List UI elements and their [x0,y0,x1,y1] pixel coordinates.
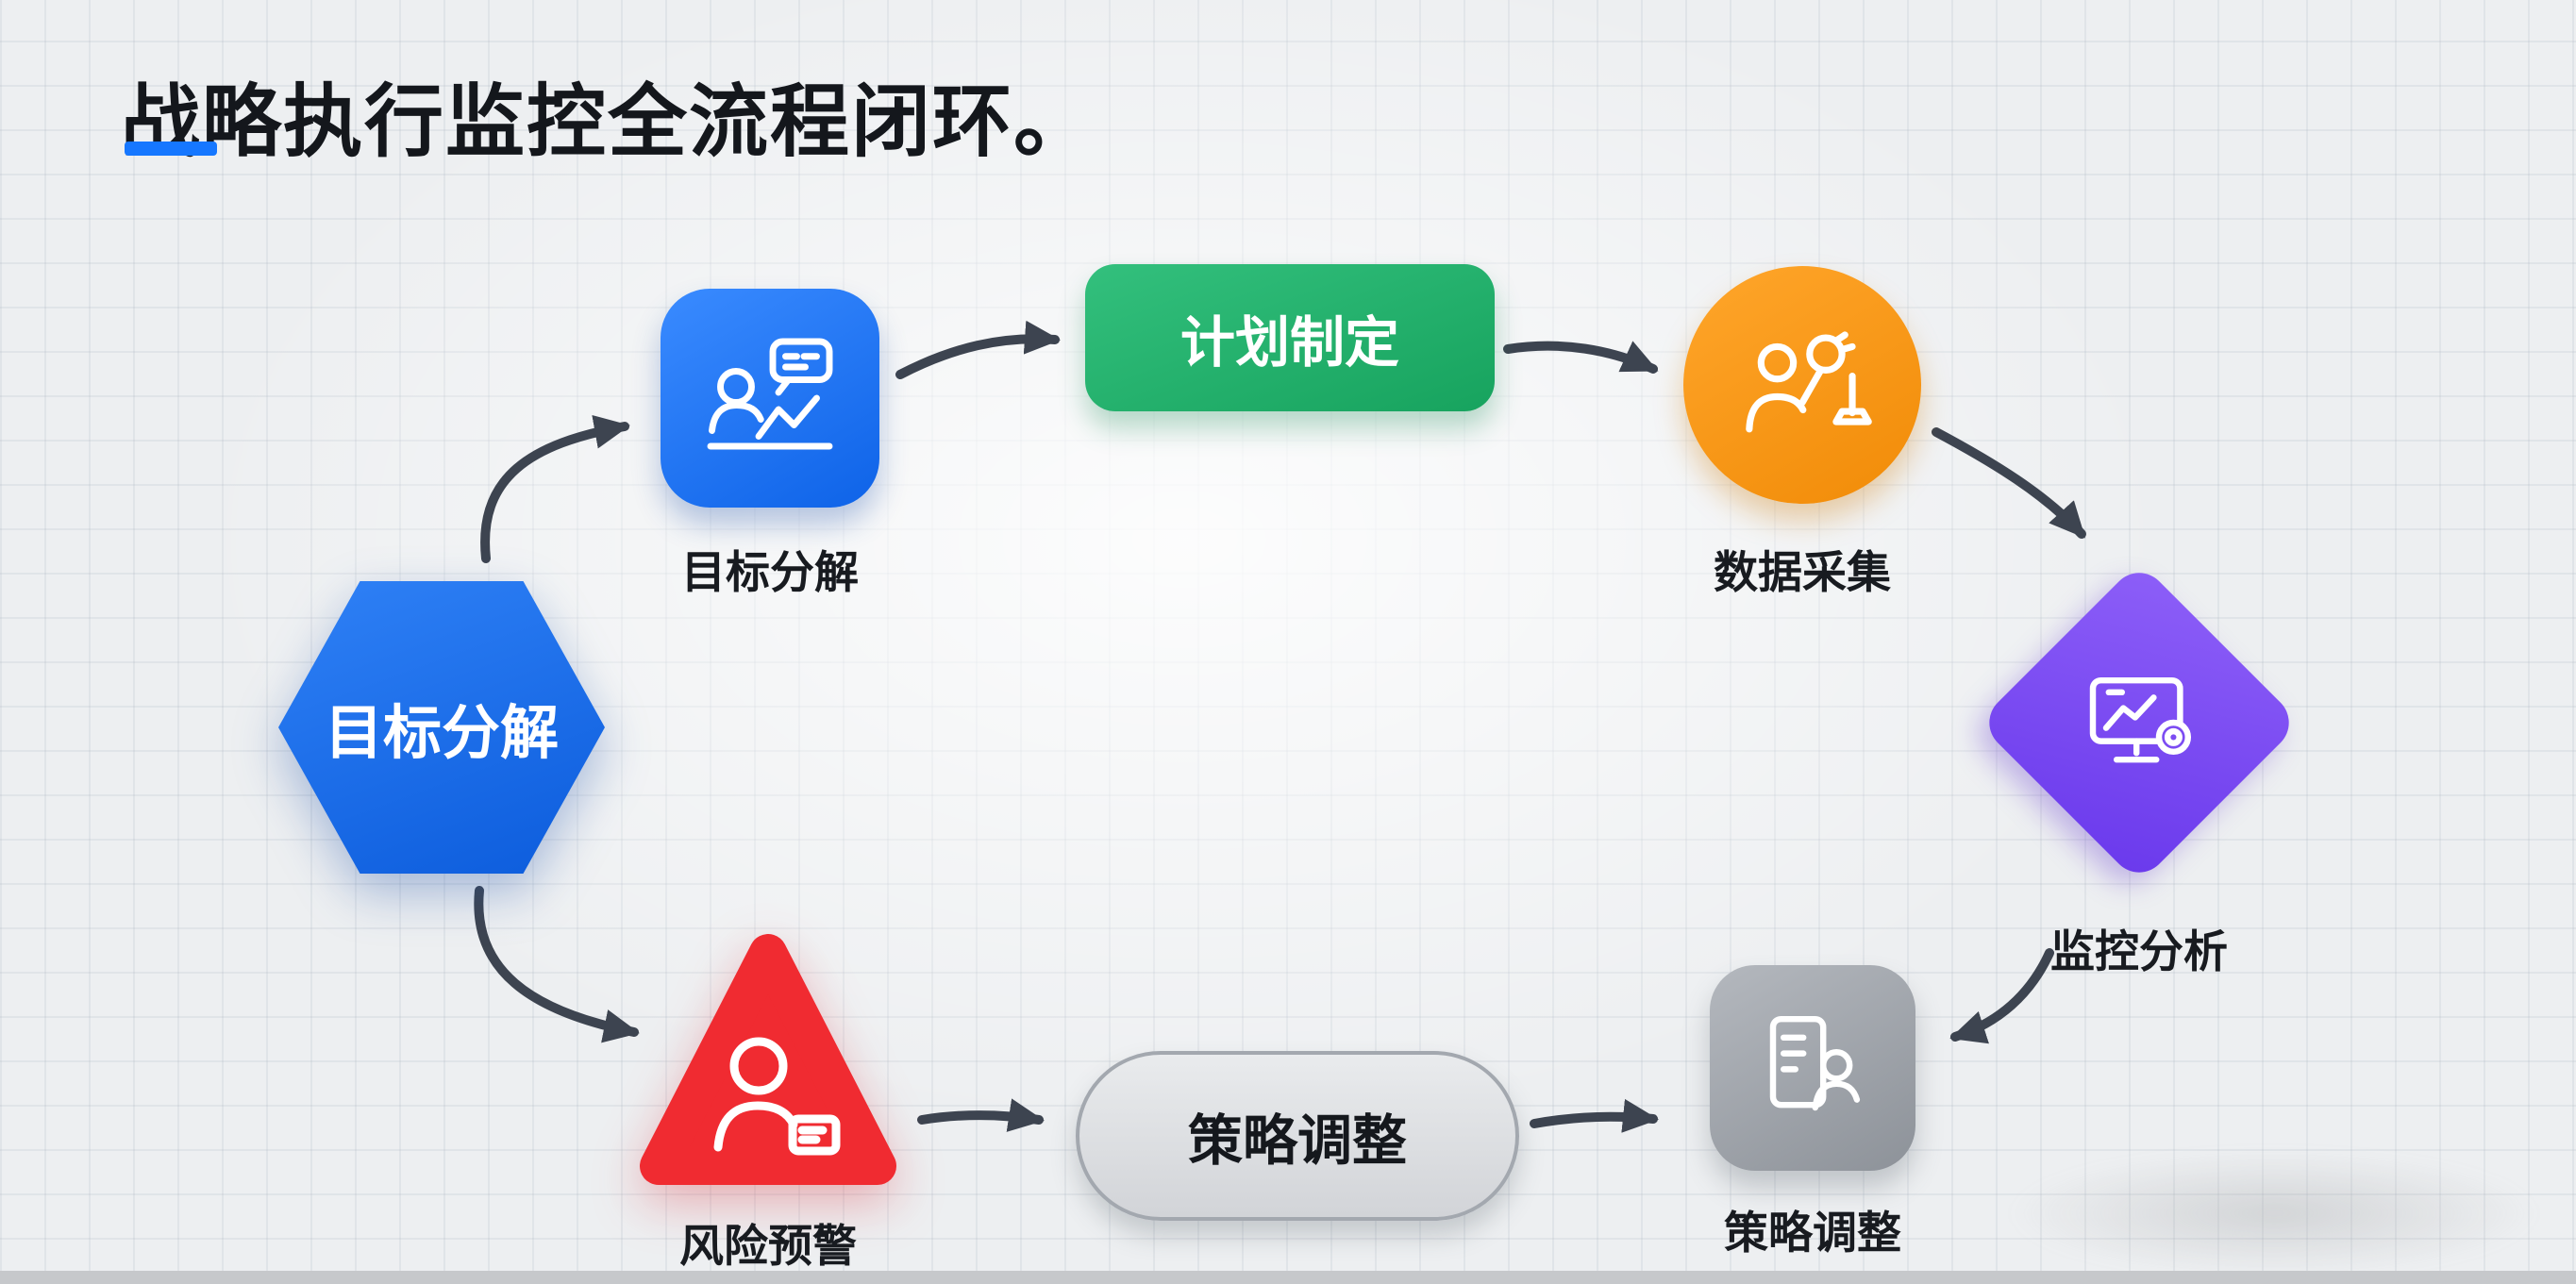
bottom-strip [0,1271,2576,1284]
arrow-goal-icon-to-plan [895,320,1061,379]
node-risk [627,923,910,1198]
node-plan: 计划制定 [1085,264,1495,411]
node-adjust-icon [1710,965,1915,1171]
arrow-risk-to-pill [917,1098,1045,1132]
plan-label: 计划制定 [1179,312,1399,374]
goal-icon-caption: 目标分解 [681,547,859,597]
arrow-pill-to-adjust-icon [1530,1098,1659,1133]
monitor-analytics-icon [2089,676,2192,763]
person-magnifier-icon [1746,331,1872,433]
page-title: 战略执行监控全流程闭环。 [121,77,1096,167]
node-adjust-pill: 策略调整 [1076,1051,1519,1221]
title-underline [125,142,217,156]
document-person-icon [1769,1015,1861,1111]
arrow-monitor-to-adjust-icon [1949,948,2054,1044]
arrow-plan-to-data [1503,341,1659,374]
node-data-collect [1683,266,1921,504]
warning-triangle-person-badge-icon [640,934,896,1185]
risk-caption: 风险预警 [679,1221,857,1271]
hexagon-label: 目标分解 [324,701,559,766]
arrow-hex-to-risk [474,886,640,1043]
arrow-hex-to-goal-icon [480,414,630,563]
hexagon-shape: 目标分解 [278,581,605,874]
node-goal-hexagon: 目标分解 [278,581,605,874]
data-collect-caption: 数据采集 [1714,547,1891,597]
node-goal-icon [661,289,879,508]
monitor-caption: 监控分析 [2050,926,2228,976]
person-chat-chart-icon [707,338,833,450]
adjust-pill-label: 策略调整 [1187,1110,1407,1172]
adjust-icon-caption: 策略调整 [1724,1208,1901,1258]
arrow-data-to-monitor [1932,427,2086,539]
background-smudge [2010,1152,2538,1275]
node-monitor [1977,560,2301,885]
